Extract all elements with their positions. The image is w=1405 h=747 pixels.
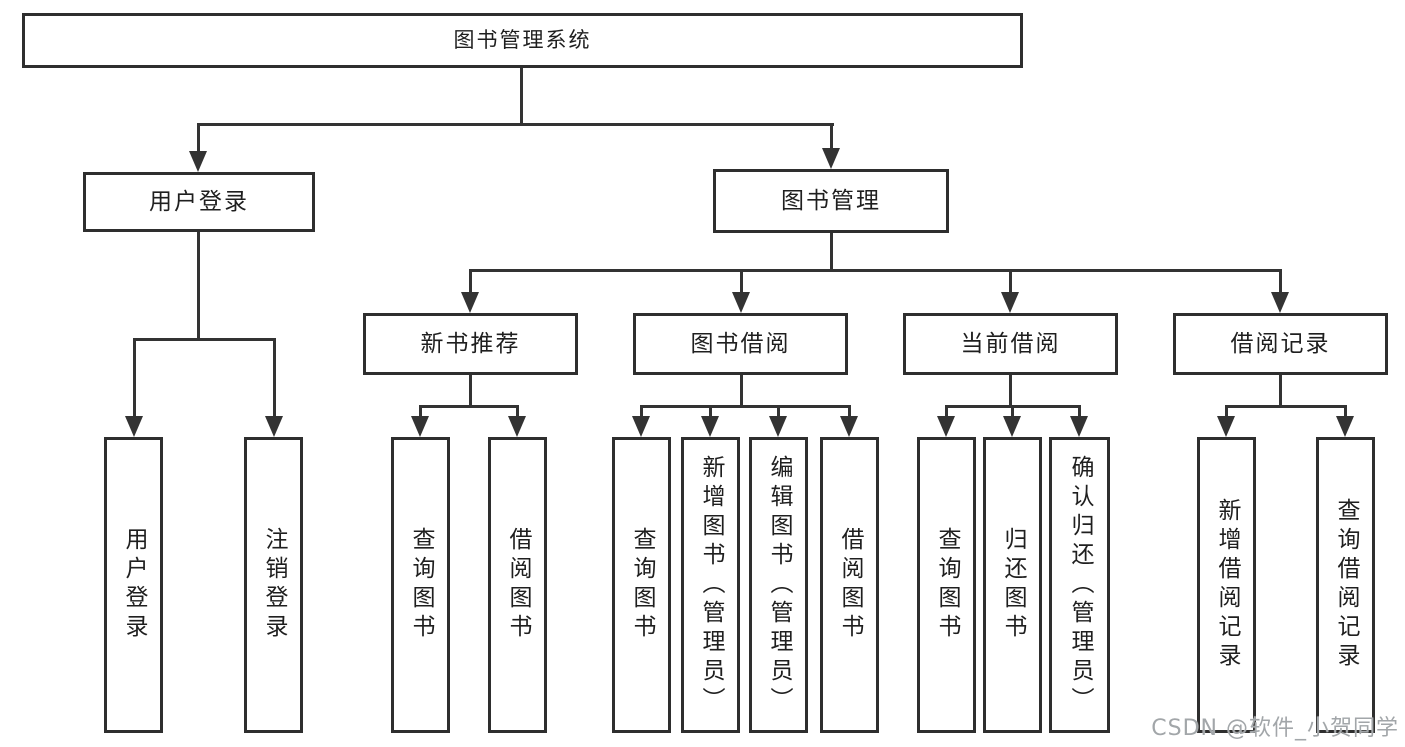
node-leaf-add-rec: 新增借阅记录 — [1197, 437, 1256, 733]
node-leaf-logout: 注销登录 — [244, 437, 303, 733]
arrow-down-icon — [937, 416, 955, 437]
node-leaf-borrow-1: 借阅图书 — [488, 437, 547, 733]
arrow-down-icon — [411, 416, 429, 437]
arrow-down-icon — [732, 292, 750, 313]
arrow-down-icon — [1336, 416, 1354, 437]
connector-line — [520, 68, 523, 125]
arrow-down-icon — [632, 416, 650, 437]
connector-arrow-stem — [709, 405, 712, 418]
connector-line — [740, 375, 743, 408]
connector-line — [419, 405, 519, 408]
arrow-down-icon — [769, 416, 787, 437]
arrow-down-icon — [1070, 416, 1088, 437]
connector-arrow-stem — [1279, 269, 1282, 294]
connector-line — [640, 405, 851, 408]
connector-arrow-stem — [469, 269, 472, 294]
arrow-down-icon — [461, 292, 479, 313]
connector-line — [1225, 405, 1347, 408]
node-leaf-query-1: 查询图书 — [391, 437, 450, 733]
connector-arrow-stem — [1225, 405, 1228, 418]
arrow-down-icon — [265, 416, 283, 437]
node-leaf-user-login: 用户登录 — [104, 437, 163, 733]
arrow-down-icon — [189, 151, 207, 172]
node-current-borrow: 当前借阅 — [903, 313, 1118, 375]
arrow-down-icon — [1003, 416, 1021, 437]
connector-line — [830, 233, 833, 272]
arrow-down-icon — [840, 416, 858, 437]
connector-arrow-stem — [1344, 405, 1347, 418]
node-new-book-rec: 新书推荐 — [363, 313, 578, 375]
connector-line — [1009, 375, 1012, 408]
connector-arrow-stem — [848, 405, 851, 418]
arrow-down-icon — [822, 148, 840, 169]
connector-arrow-stem — [197, 123, 200, 153]
node-book-borrow: 图书借阅 — [633, 313, 848, 375]
node-user-login: 用户登录 — [83, 172, 315, 232]
arrow-down-icon — [1001, 292, 1019, 313]
arrow-down-icon — [1271, 292, 1289, 313]
arrow-down-icon — [508, 416, 526, 437]
connector-line — [469, 269, 1282, 272]
connector-line — [1279, 375, 1282, 408]
node-leaf-add-book: 新增图书（管理员） — [681, 437, 740, 733]
connector-arrow-stem — [1009, 269, 1012, 294]
connector-arrow-stem — [133, 338, 136, 418]
node-leaf-query-3: 查询图书 — [917, 437, 976, 733]
connector-arrow-stem — [273, 338, 276, 418]
connector-arrow-stem — [516, 405, 519, 418]
node-root: 图书管理系统 — [22, 13, 1023, 68]
node-borrow-records: 借阅记录 — [1173, 313, 1388, 375]
node-leaf-confirm: 确认归还（管理员） — [1049, 437, 1110, 733]
connector-arrow-stem — [640, 405, 643, 418]
connector-arrow-stem — [830, 123, 833, 150]
connector-line — [469, 375, 472, 408]
arrow-down-icon — [701, 416, 719, 437]
connector-arrow-stem — [777, 405, 780, 418]
node-leaf-query-2: 查询图书 — [612, 437, 671, 733]
connector-line — [197, 123, 834, 126]
connector-arrow-stem — [740, 269, 743, 294]
node-book-mgmt: 图书管理 — [713, 169, 949, 233]
connector-arrow-stem — [419, 405, 422, 418]
connector-arrow-stem — [945, 405, 948, 418]
node-leaf-return: 归还图书 — [983, 437, 1042, 733]
connector-line — [133, 338, 276, 341]
connector-arrow-stem — [1078, 405, 1081, 418]
watermark-text: CSDN @软件_小贺同学 — [1151, 716, 1399, 741]
connector-line — [197, 232, 200, 340]
node-leaf-edit-book: 编辑图书（管理员） — [749, 437, 808, 733]
connector-arrow-stem — [1011, 405, 1014, 418]
arrow-down-icon — [1217, 416, 1235, 437]
node-leaf-borrow-2: 借阅图书 — [820, 437, 879, 733]
node-leaf-query-rec: 查询借阅记录 — [1316, 437, 1375, 733]
arrow-down-icon — [125, 416, 143, 437]
